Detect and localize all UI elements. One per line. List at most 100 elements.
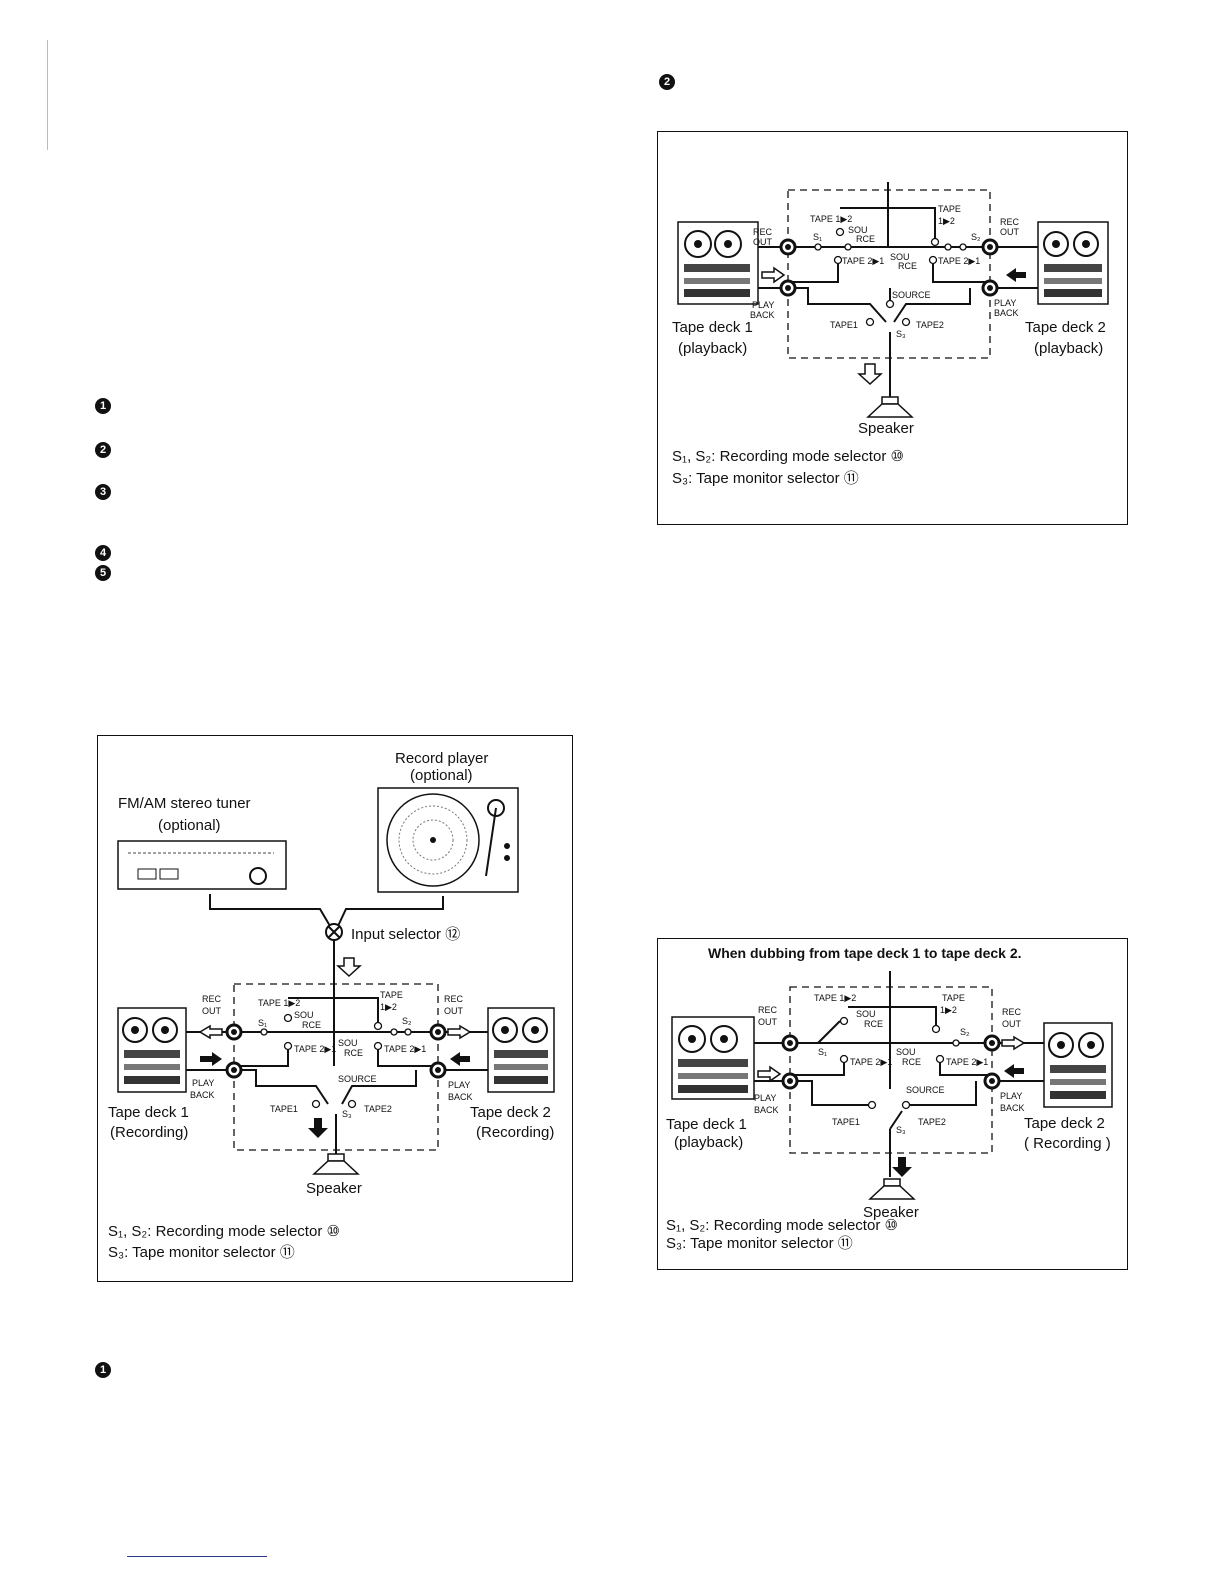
input-selector-label: Input selector ⑫ [351, 926, 460, 943]
step-bullet-top-right: 2 [659, 74, 675, 90]
record-player-icon [377, 787, 519, 893]
one-two-label: 1▶2 [380, 1002, 397, 1012]
tape12-label: TAPE 1▶2 [814, 993, 856, 1003]
diagram-recording-svg: REC OUT REC OUT PLAY BACK PLAY BACK TAPE… [108, 750, 555, 1197]
margin-tick [47, 40, 48, 150]
one-two-label: 1▶2 [938, 216, 955, 226]
tape-label: TAPE [380, 990, 403, 1000]
dubbing-title: When dubbing from tape deck 1 to tape de… [708, 945, 1022, 961]
tape-deck-1-icon [677, 221, 759, 305]
step-bullet-1: 1 [95, 398, 111, 414]
step-bullet-bottom: 1 [95, 1362, 111, 1378]
s1-label: S₁ [813, 232, 822, 242]
tuner-icon [117, 840, 287, 890]
diagram-dubbing-svg: REC OUT REC OUT PLAY BACK PLAY BACK TAPE… [666, 971, 1113, 1221]
rec-out-right-1: REC [444, 994, 464, 1004]
playback-left-2: BACK [754, 1105, 779, 1115]
rec-out-left-1: REC [758, 1005, 778, 1015]
playback-right-2: BACK [448, 1092, 473, 1102]
sou-mid-label: SOU [338, 1038, 358, 1048]
signal-arrow-deck1 [761, 266, 786, 284]
legend-s3: S₃: Tape monitor selector ⑪ [108, 1244, 295, 1261]
tape-deck-2-icon [1043, 1022, 1113, 1108]
tape1-label: TAPE1 [830, 320, 858, 330]
speaker-label: Speaker [858, 420, 914, 437]
rec-out-left-1: REC [202, 994, 222, 1004]
deck1-name: Tape deck 1 [672, 319, 753, 336]
deck1-name: Tape deck 1 [108, 1104, 189, 1121]
playback-right-1: PLAY [448, 1080, 470, 1090]
playback-right-2: BACK [994, 308, 1019, 318]
rec-out-left-2: OUT [753, 237, 773, 247]
s2-label: S₂ [960, 1027, 970, 1037]
step-bullet-2: 2 [95, 442, 111, 458]
tape21-right-label: TAPE 2▶1 [946, 1057, 988, 1067]
tape21-left-label: TAPE 2▶1 [842, 256, 884, 266]
speaker-arrow [892, 1157, 912, 1177]
speaker-label: Speaker [306, 1180, 362, 1197]
s1-label: S₁ [818, 1047, 827, 1057]
speaker-arrow [857, 363, 883, 386]
sou-mid-label: SOU [896, 1047, 916, 1057]
deck2-mode: (Recording) [476, 1124, 554, 1141]
player-note: (optional) [410, 767, 473, 784]
playback-left-1: PLAY [192, 1078, 214, 1088]
speaker-icon [868, 1178, 916, 1200]
tape-label: TAPE [938, 204, 961, 214]
tape-deck-1-icon [671, 1016, 755, 1100]
input-arrow [336, 957, 362, 978]
arrow-deck1-rec [198, 1024, 223, 1040]
tape-deck-2-icon [487, 1007, 555, 1093]
tape21-right-label: TAPE 2▶1 [938, 256, 980, 266]
sou-label: SOU [848, 225, 868, 235]
deck2-name: Tape deck 2 [1024, 1115, 1105, 1132]
s2-label: S₂ [402, 1016, 412, 1026]
one-two-label: 1▶2 [940, 1005, 957, 1015]
input-selector-icon [325, 923, 343, 941]
diagram-dubbing-box: When dubbing from tape deck 1 to tape de… [657, 938, 1128, 1270]
diagram-recording-box: REC OUT REC OUT PLAY BACK PLAY BACK TAPE… [97, 735, 573, 1282]
deck2-mode: ( Recording ) [1024, 1135, 1111, 1152]
deck2-mode: (playback) [1034, 340, 1103, 357]
tape21-right-label: TAPE 2▶1 [384, 1044, 426, 1054]
step-bullet-4: 4 [95, 545, 111, 561]
deck2-name: Tape deck 2 [470, 1104, 551, 1121]
playback-left-1: PLAY [754, 1093, 776, 1103]
deck1-mode: (Recording) [110, 1124, 188, 1141]
sou-label: SOU [294, 1010, 314, 1020]
legend-s3: S₃: Tape monitor selector ⑪ [672, 470, 859, 487]
rec-out-left-2: OUT [758, 1017, 778, 1027]
tape12-label: TAPE 1▶2 [258, 998, 300, 1008]
rce-label: RCE [864, 1019, 883, 1029]
source-label: SOURCE [906, 1085, 945, 1095]
rec-out-left-2: OUT [202, 1006, 222, 1016]
tape21-left-label: TAPE 2▶1 [294, 1044, 336, 1054]
sou-mid-label: SOU [890, 252, 910, 262]
playback-left-2: BACK [750, 310, 775, 320]
playback-right-1: PLAY [994, 298, 1016, 308]
rce-mid-label: RCE [898, 261, 917, 271]
deck1-name: Tape deck 1 [666, 1116, 747, 1133]
rce-label: RCE [302, 1020, 321, 1030]
tape2-label: TAPE2 [364, 1104, 392, 1114]
playback-left-2: BACK [190, 1090, 215, 1100]
rce-mid-label: RCE [902, 1057, 921, 1067]
playback-right-2: BACK [1000, 1103, 1025, 1113]
diagram-playback-svg: REC OUT REC OUT PLAY BACK PLAY BACK TAPE… [672, 182, 1109, 437]
tape1-label: TAPE1 [270, 1104, 298, 1114]
legend-s1-s2: S₁, S₂: Recording mode selector ⑩ [108, 1223, 340, 1240]
arrow-deck1 [757, 1065, 782, 1083]
deck1-mode: (playback) [678, 340, 747, 357]
step-bullet-3: 3 [95, 484, 111, 500]
rec-out-right-1: REC [1000, 217, 1020, 227]
s3-label: S₃ [896, 329, 906, 339]
arrow-deck2-rec [447, 1024, 472, 1040]
sou-label: SOU [856, 1009, 876, 1019]
tape2-label: TAPE2 [916, 320, 944, 330]
rce-label: RCE [856, 234, 875, 244]
speaker-arrow [308, 1118, 328, 1138]
source-label: SOURCE [892, 290, 931, 300]
rce-mid-label: RCE [344, 1048, 363, 1058]
playback-left-1: PLAY [752, 300, 774, 310]
source-label: SOURCE [338, 1074, 377, 1084]
